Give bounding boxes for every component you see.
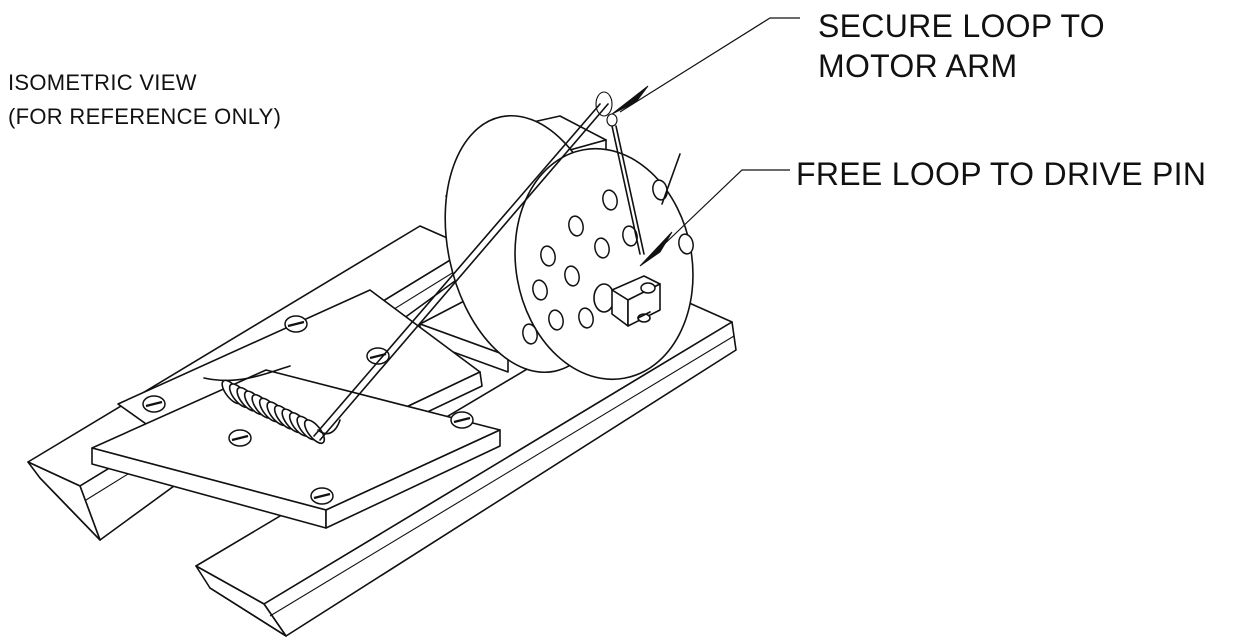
wire-loop bbox=[313, 91, 681, 441]
disk-hole bbox=[564, 265, 580, 287]
screw-6 bbox=[310, 487, 334, 505]
disk-hole bbox=[540, 245, 556, 267]
disk-hole bbox=[594, 237, 610, 259]
disk-hole bbox=[678, 233, 694, 255]
screws bbox=[142, 315, 474, 505]
drive-hub bbox=[593, 275, 661, 327]
screw-4 bbox=[228, 429, 252, 447]
disk-hole bbox=[568, 215, 584, 237]
disk-hole bbox=[578, 307, 594, 329]
view-title-line1: ISOMETRIC VIEW bbox=[8, 70, 197, 95]
disk-hole bbox=[532, 279, 548, 301]
screw-1 bbox=[284, 315, 308, 333]
screw-3 bbox=[142, 395, 166, 413]
disk-hole bbox=[522, 323, 538, 345]
disk-hole bbox=[602, 189, 618, 211]
spring-coil bbox=[303, 419, 326, 445]
callout-motor-arm-line2: MOTOR ARM bbox=[818, 48, 1018, 84]
screw-5 bbox=[450, 411, 474, 429]
callout-drive-pin: FREE LOOP TO DRIVE PIN bbox=[796, 156, 1207, 192]
tension-spring bbox=[203, 365, 341, 445]
callout-motor-arm-line1: SECURE LOOP TO bbox=[818, 8, 1105, 44]
front-disk bbox=[514, 147, 694, 381]
disk-hole bbox=[548, 309, 564, 331]
leader-motor-arm bbox=[611, 17, 800, 115]
view-title-line2: (FOR REFERENCE ONLY) bbox=[8, 104, 282, 129]
disk-hole bbox=[622, 225, 638, 247]
lower-plate bbox=[91, 369, 501, 529]
leader-drive-pin bbox=[639, 169, 790, 267]
